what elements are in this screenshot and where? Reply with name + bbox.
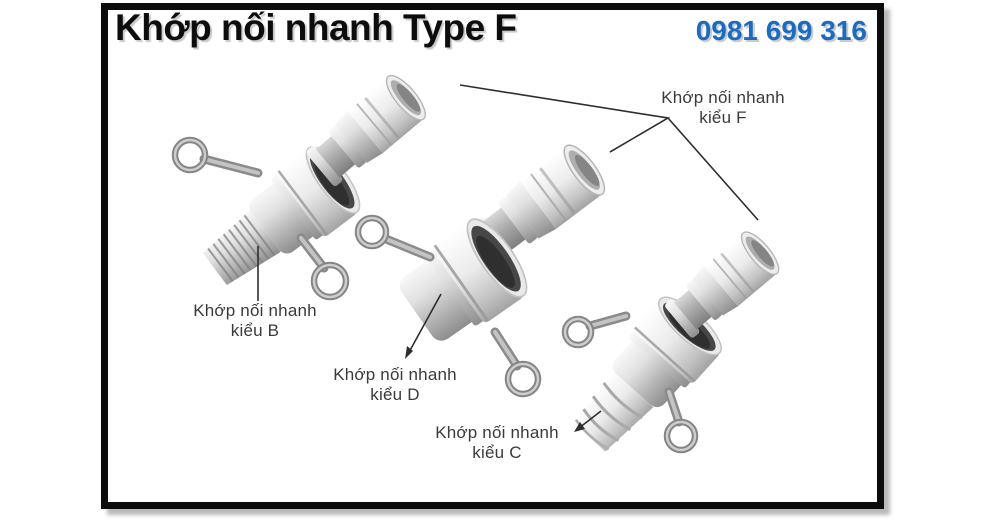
- callout-line-c: [578, 410, 602, 429]
- label-type-b: Khớp nối nhanh kiểu B: [165, 301, 345, 341]
- coupling-diagram-svg: [171, 68, 786, 454]
- phone-number: 0981 699 316: [695, 15, 867, 46]
- label-type-f-line1: Khớp nối nhanh: [661, 88, 785, 107]
- label-type-b-line2: kiểu B: [230, 321, 280, 340]
- coupling-type-b-image: [202, 137, 371, 286]
- label-type-c: Khớp nối nhanh kiểu C: [407, 423, 587, 463]
- label-type-b-line1: Khớp nối nhanh: [193, 301, 317, 320]
- label-type-f-line2: kiểu F: [699, 108, 747, 127]
- callout-line-d: [407, 293, 442, 355]
- page-title: Khớp nối nhanh Type F: [115, 7, 517, 48]
- label-type-d-line1: Khớp nối nhanh: [333, 365, 457, 384]
- label-type-c-line1: Khớp nối nhanh: [435, 423, 559, 442]
- arrowhead-d: [405, 346, 413, 359]
- coupling-type-c-image: [574, 286, 732, 452]
- label-type-d-line2: kiểu D: [370, 385, 420, 404]
- coupling-diagram: [108, 10, 877, 502]
- arrowhead-c: [574, 422, 585, 432]
- callout-arrowheads: [405, 346, 585, 432]
- cam-arms-and-rings: [171, 136, 699, 454]
- label-type-d: Khớp nối nhanh kiểu D: [305, 365, 485, 405]
- label-type-f: Khớp nối nhanh kiểu F: [633, 88, 813, 128]
- callout-line-f-right: [667, 117, 759, 221]
- callout-lines: [257, 84, 759, 429]
- product-image-frame: Khớp nối nhanh Type F 0981 699 316: [101, 3, 884, 509]
- label-type-c-line2: kiểu C: [472, 443, 522, 462]
